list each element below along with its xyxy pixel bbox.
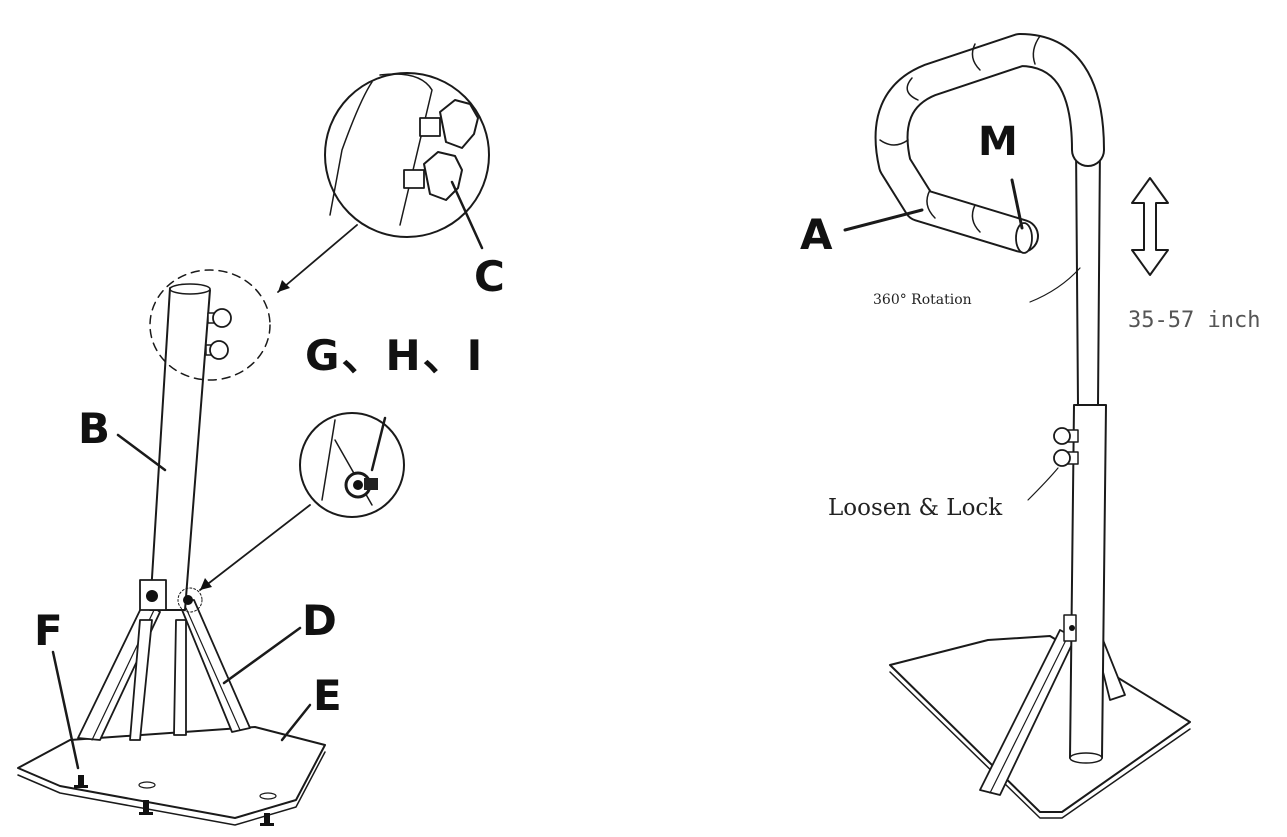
upper-tube xyxy=(1075,144,1101,406)
zoom-detail-c xyxy=(324,72,490,238)
rotation-note: 360° Rotation xyxy=(873,292,972,308)
label-d: D xyxy=(302,596,337,645)
label-c: C xyxy=(474,252,505,301)
loosen-lock-note: Loosen & Lock xyxy=(828,495,1003,521)
base-screws-f xyxy=(74,775,277,826)
label-a: A xyxy=(800,210,833,259)
pole-b xyxy=(149,283,211,611)
zoom-detail-ghi xyxy=(299,412,405,518)
label-ghi: G、H、I xyxy=(305,331,485,380)
leader-lines-left xyxy=(51,180,484,770)
pole-top-knobs xyxy=(205,308,232,360)
leader-lines-right xyxy=(843,178,1081,501)
right-stand-drawing xyxy=(843,33,1191,819)
label-b: B xyxy=(78,404,111,453)
detail-callout-ring xyxy=(149,269,271,381)
left-stand-drawing xyxy=(17,72,490,826)
label-f: F xyxy=(34,606,63,655)
label-m: M xyxy=(978,119,1018,165)
padded-handle-a xyxy=(874,33,1105,254)
base-plate-e xyxy=(17,726,326,819)
right-base-plate xyxy=(889,635,1191,813)
height-range-note: 35-57 inch xyxy=(1128,308,1261,333)
label-e: E xyxy=(313,671,342,720)
height-adjust-arrow xyxy=(1131,177,1169,276)
support-legs-d xyxy=(77,599,251,741)
lock-knobs xyxy=(1053,427,1079,467)
